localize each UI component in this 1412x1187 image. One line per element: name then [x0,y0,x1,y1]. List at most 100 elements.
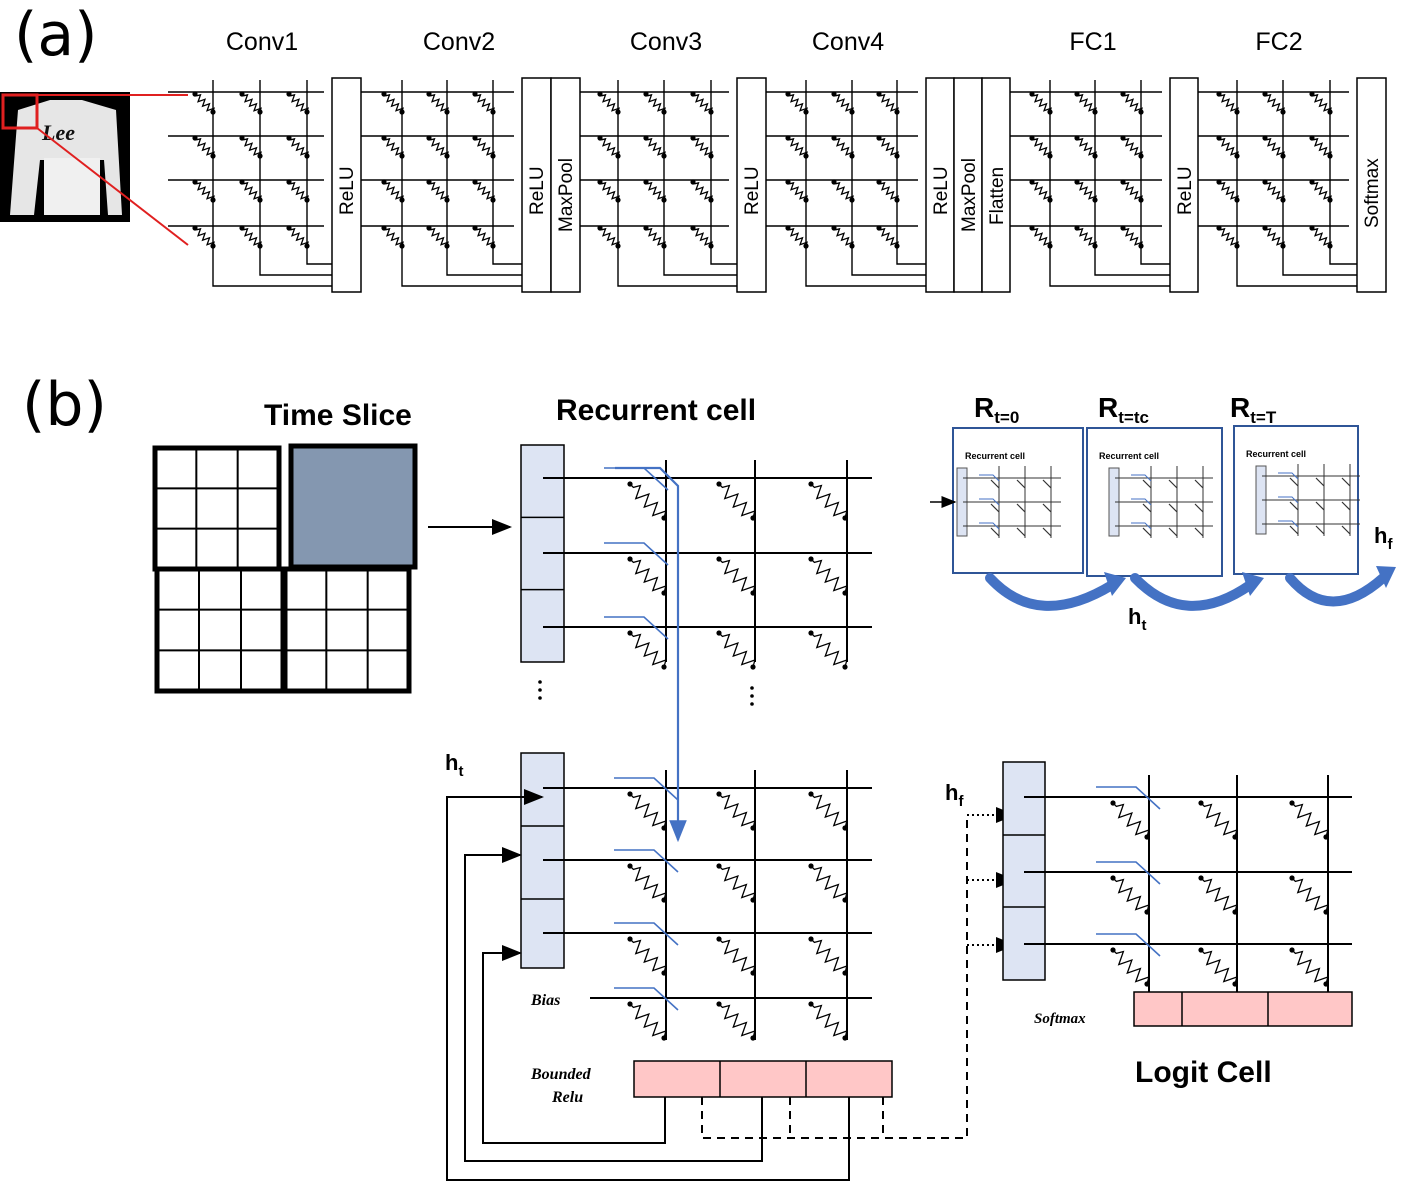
memristor [1029,225,1053,249]
memristor [1289,875,1329,915]
memristor [1216,225,1240,249]
memristor [1120,91,1144,115]
memristor [1120,179,1144,203]
bounded-relu-block [633,1060,893,1098]
dashed-connections [701,815,968,1139]
layer-title-fc1: FC1 [1069,28,1116,56]
zoom-line-bottom [36,127,189,246]
memristor [1120,225,1144,249]
memristor [690,179,714,203]
crossbar-a-6 [1198,80,1357,287]
recurrent-flow-arrow [615,466,687,843]
memristor [1216,91,1240,115]
memristor [1029,179,1053,203]
r-t0-label: Rt=0 [974,392,1019,427]
memristor [808,863,848,903]
memristor [286,179,310,203]
memristor [1309,135,1333,159]
memristor [627,936,667,976]
memristor [716,481,756,521]
input-image-crop [1,93,39,130]
unroll-box-2: Recurrent cell [1086,427,1223,577]
memristor [627,863,667,903]
recurrent-cell-title: Recurrent cell [556,394,756,427]
memristor [192,91,216,115]
memristor [472,91,496,115]
memristor [1029,91,1053,115]
time-slice-title: Time Slice [264,399,412,432]
maxpool-4-label: MaxPool [959,158,980,232]
time-slice-cell-2 [288,443,418,570]
feedback-loops [446,789,850,1181]
activation-labels: ReLU ReLU MaxPool ReLU ReLU MaxPool Flat… [337,158,1383,232]
memristor [627,1001,667,1041]
unroll-arc-heads [1104,566,1396,596]
memristor [1120,135,1144,159]
memristor [627,481,667,521]
memristor [472,135,496,159]
memristor [192,225,216,249]
recurrent-crossbar-top [520,444,872,670]
memristor [785,135,809,159]
memristor [716,791,756,831]
memristor [1198,800,1238,840]
layer-title-conv2: Conv2 [423,28,495,56]
memristor [381,135,405,159]
memristor [808,936,848,976]
memristor [192,179,216,203]
memristor [381,179,405,203]
time-slice-cell-4 [282,566,412,694]
memristor [597,91,621,115]
memristor [1309,179,1333,203]
layer-title-conv4: Conv4 [812,28,884,56]
memristor [785,179,809,203]
memristor [808,481,848,521]
memristor [808,1001,848,1041]
memristor [831,179,855,203]
unroll-arc-1 [985,573,1117,611]
memristor [1262,225,1286,249]
memristor [627,791,667,831]
memristor [643,179,667,203]
memristor [1110,875,1150,915]
memristor [1074,225,1098,249]
softmax-b-label: Softmax [1034,1011,1086,1027]
activation-boxes [331,77,1387,293]
memristor [627,556,667,596]
memristor [1309,225,1333,249]
memristor [239,179,263,203]
flatten-4-label: Flatten [987,167,1008,225]
ht-label: ht [445,750,463,780]
crossbar-a-1 [168,80,332,287]
unroll-arcs [985,573,1388,611]
memristor [1074,135,1098,159]
memristor [597,225,621,249]
memristor [808,791,848,831]
input-image-text: Lee [41,120,75,145]
memristor [785,225,809,249]
memristor [643,225,667,249]
memristor [1289,947,1329,987]
relu-2-label: ReLU [527,166,548,215]
memristor [831,135,855,159]
memristor [831,91,855,115]
memristor [239,135,263,159]
crossbar-a-4 [766,80,926,287]
memristor [690,225,714,249]
memristor [239,91,263,115]
unroll-labels: Rt=0 Rt=tc Rt=T [974,392,1277,427]
memristor [426,91,450,115]
unroll-box-3: Recurrent cell [1233,425,1360,575]
memristor [1262,179,1286,203]
hf-label: hf [945,780,964,810]
unroll-box-1: Recurrent cell [952,427,1084,574]
ellipsis-dots [538,680,754,706]
crossbar-a-2 [361,80,522,287]
bounded-relu-label-1: Bounded [530,1066,592,1083]
mini-cell-title: Recurrent cell [1246,449,1306,459]
unroll-arc-2 [1130,573,1255,611]
crossbar-a-5 [1010,80,1170,287]
time-slice-grid [152,443,418,694]
